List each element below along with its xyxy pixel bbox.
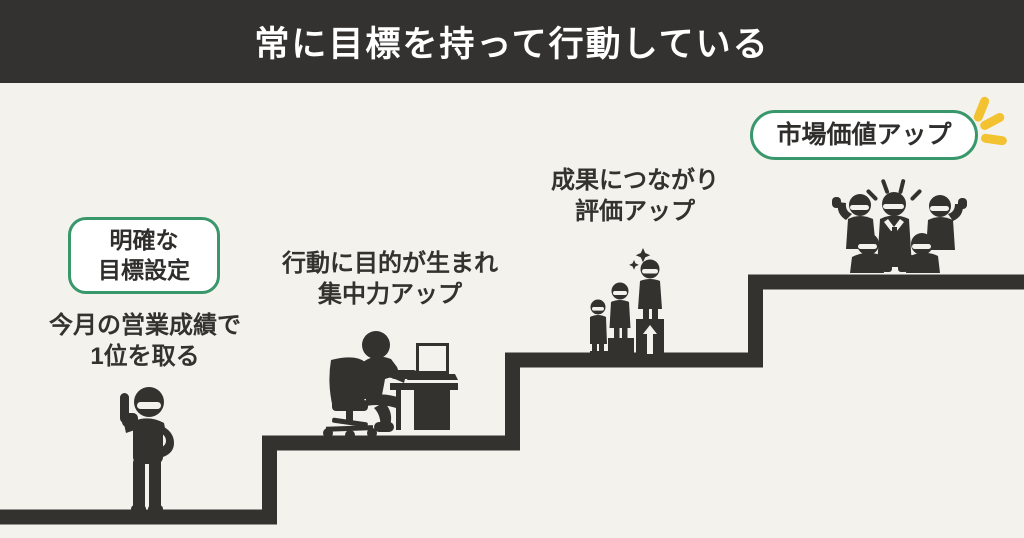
- badge-goal-line-2: 目標設定: [98, 256, 190, 283]
- caption-step-1-line-2: 1位を取る: [90, 343, 200, 371]
- celebrating-team-icon: [832, 179, 967, 273]
- staircase-graphic: [0, 274, 1024, 525]
- caption-step-2: 行動に目的が生まれ 集中力アップ: [245, 248, 535, 310]
- sparkle-burst-icon: [973, 96, 1007, 146]
- badge-goal-line-1: 明確な: [109, 227, 179, 254]
- person-at-desk-laptop-icon: [323, 331, 458, 440]
- caption-step-1: 今月の営業成績で 1位を取る: [20, 310, 270, 372]
- caption-step-1-line-1: 今月の営業成績で: [49, 312, 241, 339]
- badge-market-line-1: 市場価値アップ: [776, 121, 952, 149]
- caption-step-2-line-1: 行動に目的が生まれ: [282, 250, 498, 277]
- caption-step-2-line-2: 集中力アップ: [318, 281, 462, 309]
- person-raising-hand-icon: [120, 387, 174, 514]
- caption-step-3-line-2: 評価アップ: [575, 198, 695, 226]
- podium-ranking-icon: [590, 248, 664, 358]
- page-title: 常に目標を持って行動している: [254, 25, 770, 64]
- header-band: [0, 0, 1024, 83]
- badge-clear-goal-setting: 明確な 目標設定: [68, 217, 220, 294]
- badge-market-value-up: 市場価値アップ: [750, 110, 978, 160]
- caption-step-3-line-1: 成果につながり: [551, 167, 719, 194]
- caption-step-3: 成果につながり 評価アップ: [515, 165, 755, 227]
